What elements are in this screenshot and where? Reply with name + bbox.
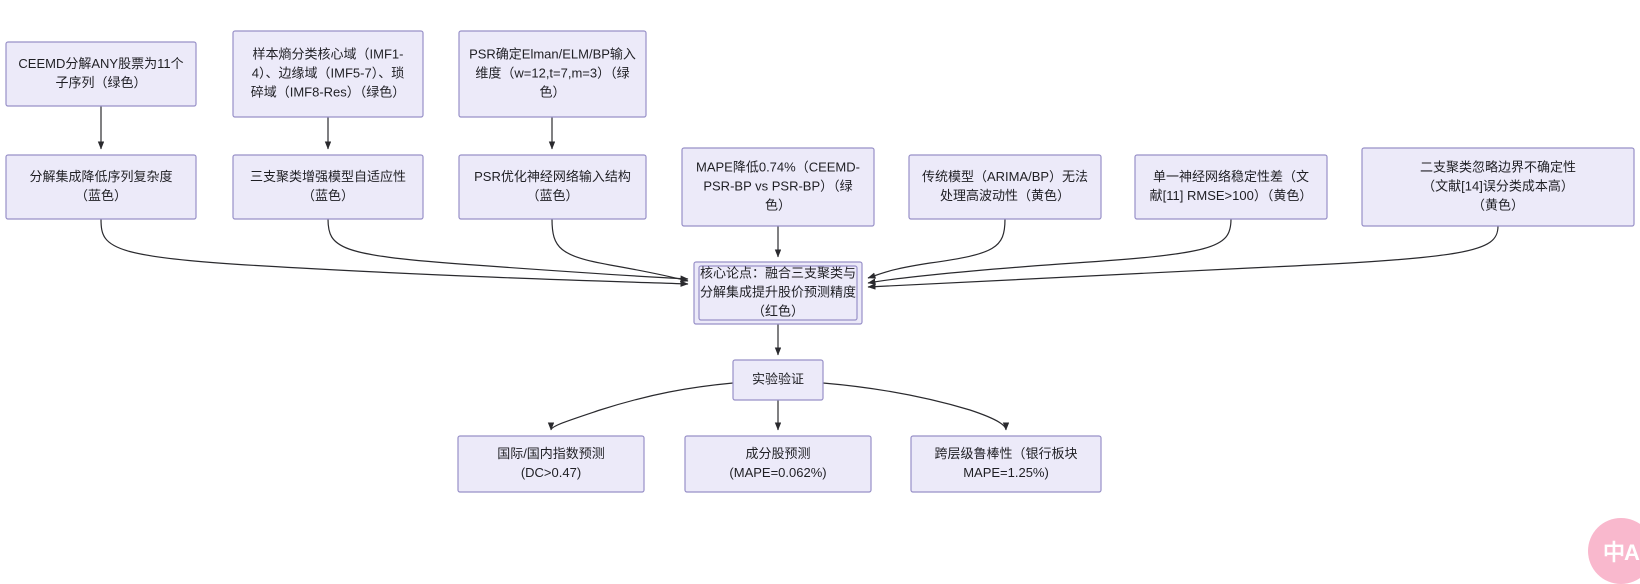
node-box	[910, 435, 1102, 493]
node-label-line: PSR优化神经网络输入结构	[474, 169, 631, 184]
edge-n5-to-n11	[327, 218, 689, 282]
node-box	[732, 359, 824, 401]
node-n5[interactable]: 三支聚类增强模型自适应性 （蓝色）	[232, 154, 424, 220]
edge-n12-to-n15	[822, 382, 1010, 431]
node-n10[interactable]: 二支聚类忽略边界不确定性 （文献[14]误分类成本高） （黄色）	[1361, 147, 1635, 227]
edges-layer	[97, 106, 1499, 431]
node-box-inner-border	[698, 265, 858, 321]
node-label-line: （红色）	[752, 303, 804, 318]
node-label-line: 样本熵分类核心域（IMF1-	[253, 46, 404, 61]
node-box	[5, 41, 197, 107]
node-n6[interactable]: PSR优化神经网络输入结构 （蓝色）	[458, 154, 647, 220]
node-box	[681, 147, 875, 227]
node-label-line: 碎域（IMF8-Res）（绿色）	[251, 84, 406, 99]
node-label-line: PSR确定Elman/ELM/BP输入	[469, 46, 636, 61]
node-label-line: 分解集成提升股价预测精度	[700, 284, 856, 299]
node-n13[interactable]: 国际/国内指数预测 (DC>0.47)	[457, 435, 645, 493]
node-label-line: 色）	[765, 197, 791, 212]
node-label-line: 国际/国内指数预测	[497, 446, 605, 461]
edge-n4-to-n11	[100, 218, 689, 287]
node-n12[interactable]: 实验验证	[732, 359, 824, 401]
node-label-line: （黄色）	[1472, 197, 1524, 212]
node-label-line: MAPE降低0.74%（CEEMD-	[696, 159, 860, 174]
node-label-line: （蓝色）	[526, 188, 578, 203]
node-n14[interactable]: 成分股预测 (MAPE=0.062%)	[684, 435, 872, 493]
edge-n9-to-n11	[867, 218, 1232, 285]
node-n2[interactable]: 样本熵分类核心域（IMF1- 4）、边缘域（IMF5-7）、琐碎域（IMF8-Re…	[232, 30, 424, 118]
edge-n12-to-n13	[547, 382, 734, 431]
node-n15[interactable]: 跨层级鲁棒性（银行板块 MAPE=1.25%)	[910, 435, 1102, 493]
edge-n10-to-n11	[867, 225, 1499, 290]
node-box	[457, 435, 645, 493]
node-n7[interactable]: MAPE降低0.74%（CEEMD- PSR-BP vs PSR-BP）（绿色）	[681, 147, 875, 227]
node-n9[interactable]: 单一神经网络稳定性差（文献[11] RMSE>100）（黄色）	[1134, 154, 1328, 220]
node-label-line: （蓝色）	[75, 188, 127, 203]
node-label-line: (DC>0.47)	[521, 465, 581, 480]
node-box	[693, 261, 863, 325]
node-label-line: 二支聚类忽略边界不确定性	[1420, 159, 1576, 174]
node-label-line: 分解集成降低序列复杂度	[29, 169, 172, 184]
node-label-line: PSR-BP vs PSR-BP）（绿	[703, 178, 852, 193]
node-label-line: (MAPE=0.062%)	[729, 465, 826, 480]
node-label-line: 传统模型（ARIMA/BP）无法	[922, 169, 1088, 184]
node-box	[232, 30, 424, 118]
node-box	[1361, 147, 1635, 227]
node-box	[684, 435, 872, 493]
node-label-line: 单一神经网络稳定性差（文	[1153, 169, 1309, 184]
edge-n6-to-n11	[551, 218, 689, 283]
node-label-line: 处理高波动性（黄色）	[940, 188, 1070, 203]
node-label-line: （文献[14]误分类成本高）	[1422, 178, 1574, 193]
node-label-line: 子序列（绿色）	[55, 75, 146, 90]
node-label-line: 色）	[539, 84, 565, 99]
node-box	[1134, 154, 1328, 220]
node-box	[458, 154, 647, 220]
node-box	[5, 154, 197, 220]
node-box	[908, 154, 1102, 220]
node-label-line: 维度（w=12,t=7,m=3）（绿	[475, 65, 629, 80]
watermark-badge: 中A	[1588, 518, 1640, 584]
node-label-line: （蓝色）	[302, 188, 354, 203]
node-label-line: CEEMD分解ANY股票为11个	[18, 56, 183, 71]
node-label-line: 实验验证	[752, 371, 804, 386]
node-label-line: MAPE=1.25%)	[963, 465, 1049, 480]
node-label-line: 献[11] RMSE>100）（黄色）	[1150, 188, 1313, 203]
node-n4[interactable]: 分解集成降低序列复杂度 （蓝色）	[5, 154, 197, 220]
node-box	[232, 154, 424, 220]
node-label-line: 成分股预测	[745, 446, 810, 461]
edge-n8-to-n11	[867, 218, 1006, 279]
node-box	[458, 30, 647, 118]
watermark-label: 中A	[1603, 540, 1640, 565]
node-label-line: 跨层级鲁棒性（银行板块	[934, 446, 1077, 461]
node-label-line: 4）、边缘域（IMF5-7）、琐	[252, 65, 404, 80]
node-label-line: 核心论点：融合三支聚类与	[700, 265, 856, 280]
node-label-line: 三支聚类增强模型自适应性	[250, 169, 406, 184]
